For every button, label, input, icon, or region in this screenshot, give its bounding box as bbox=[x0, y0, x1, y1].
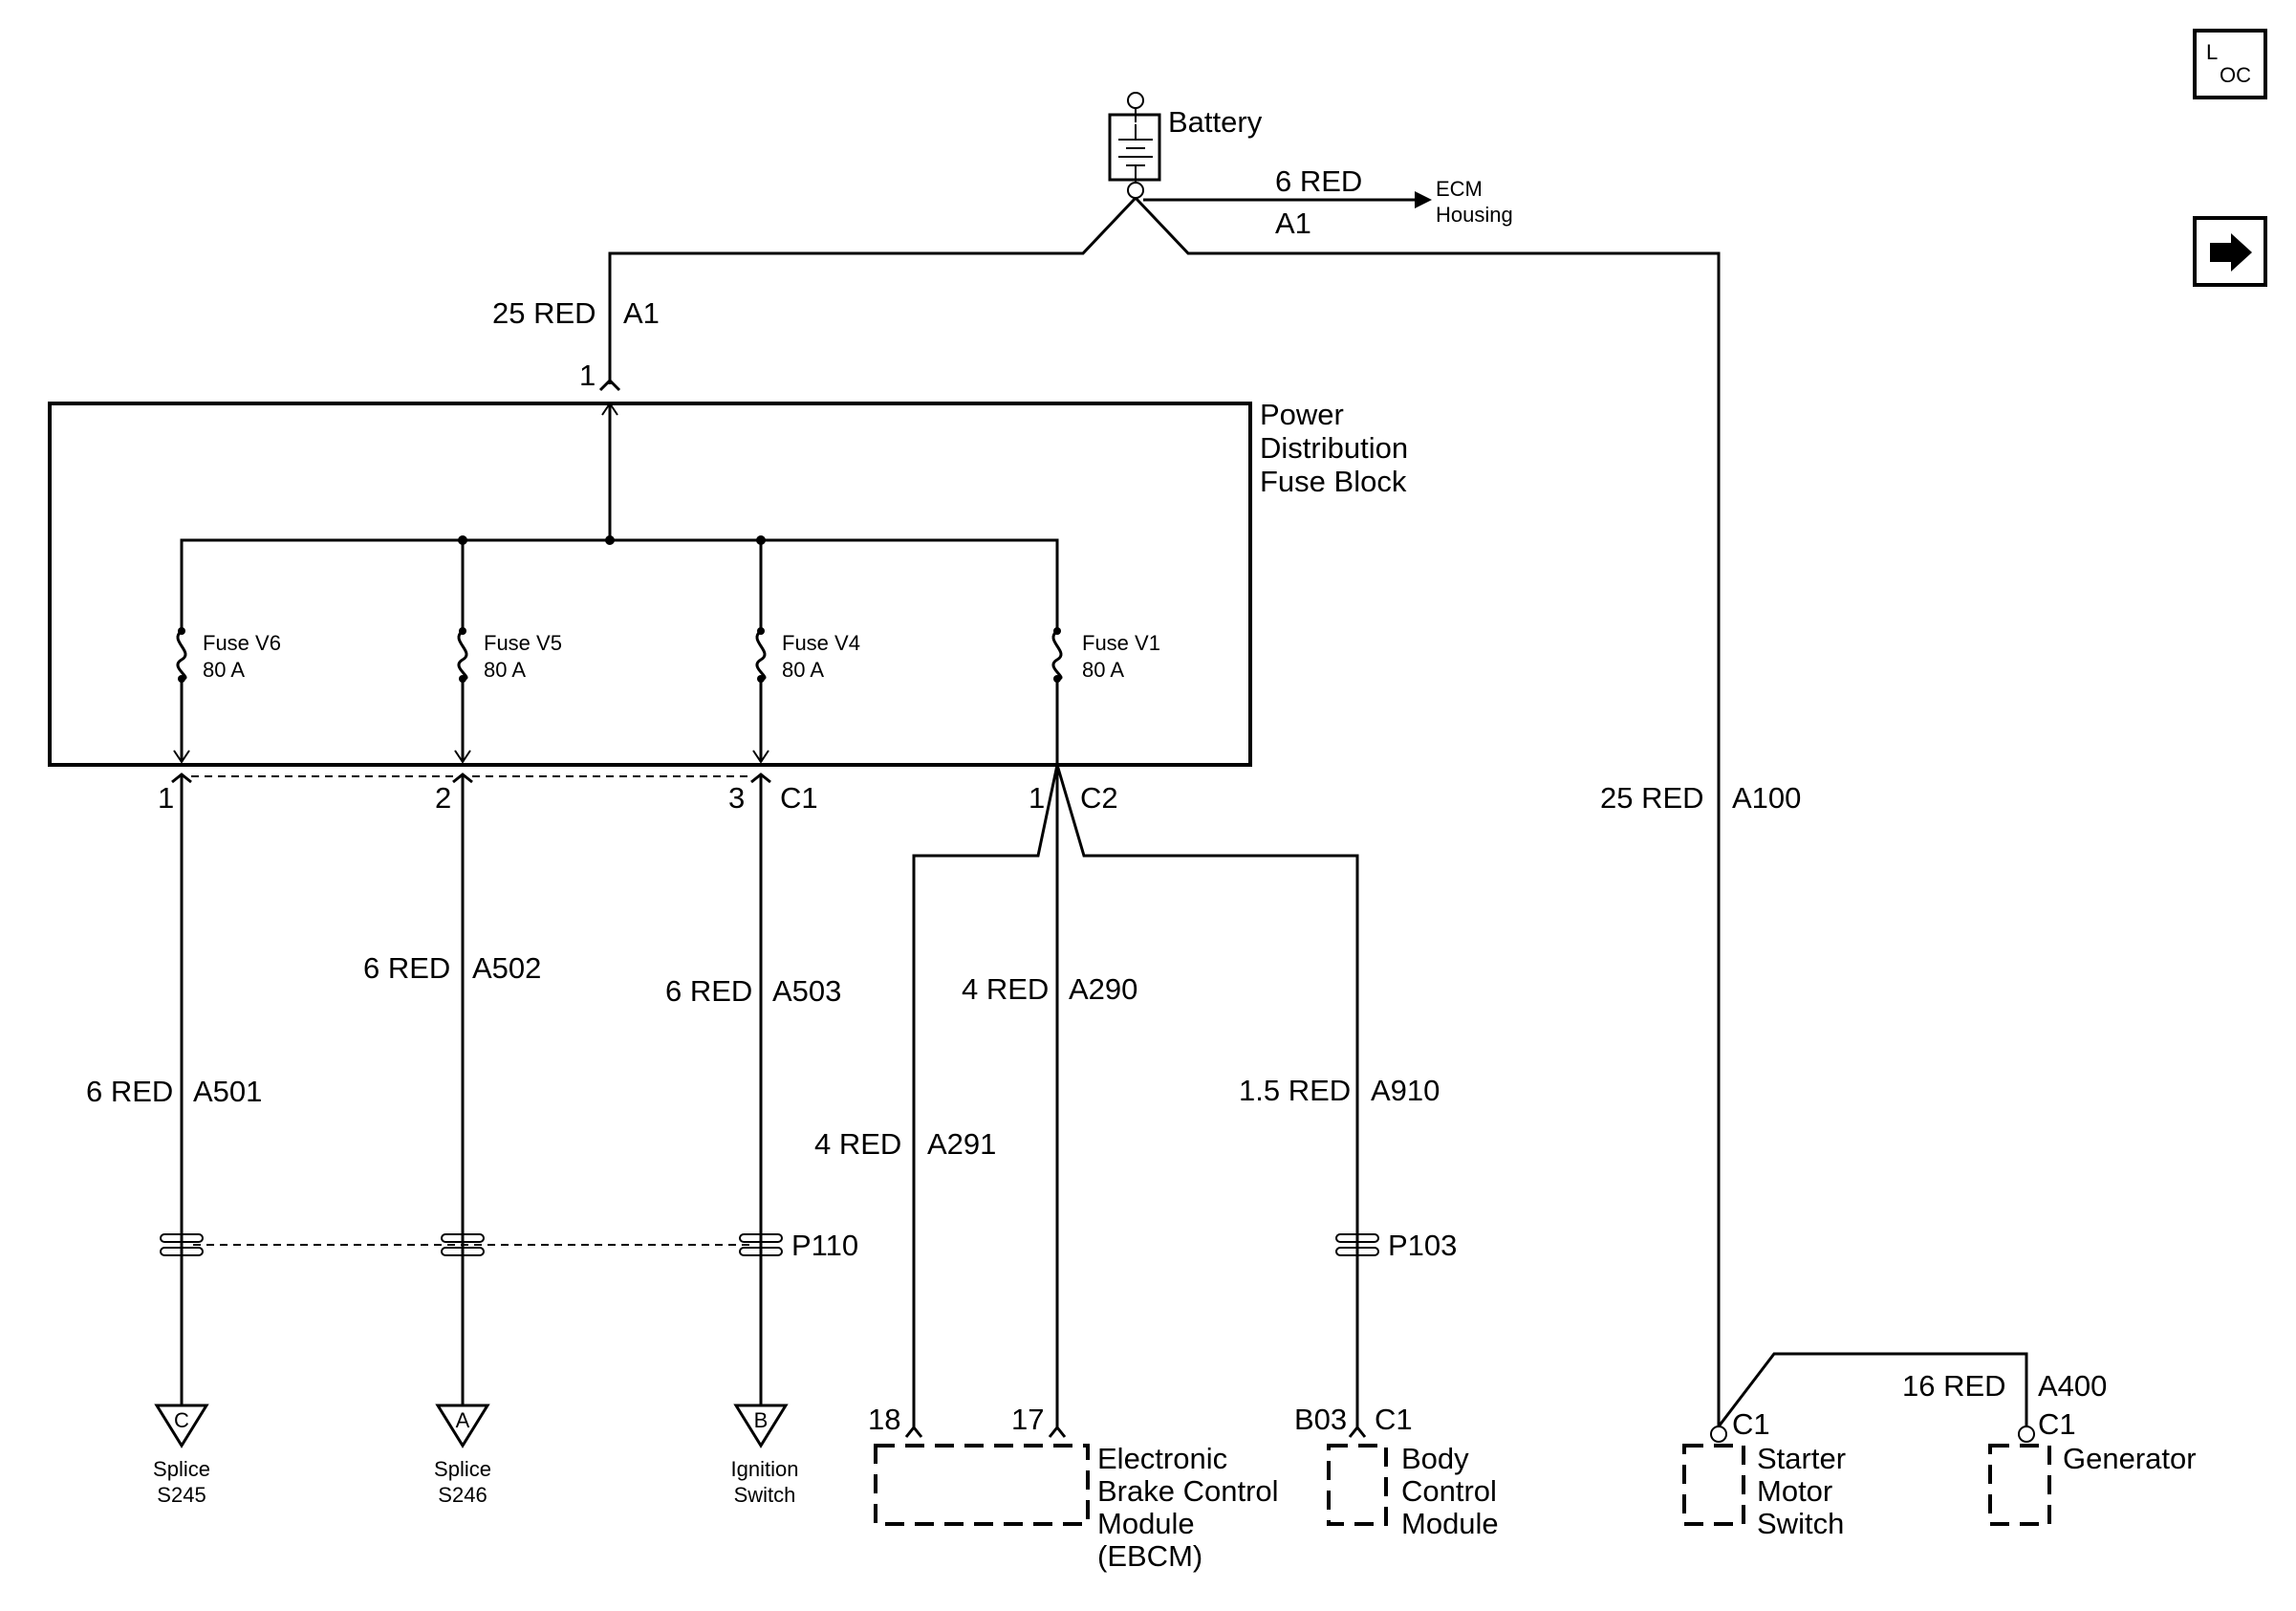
wire-a503-gauge: 6 RED bbox=[665, 974, 752, 1008]
wire-a100 bbox=[1134, 196, 1721, 1426]
splice-s245-icon bbox=[154, 1404, 209, 1448]
bcm-connector: C1 bbox=[1375, 1403, 1413, 1436]
ebcm-label-4: (EBCM) bbox=[1097, 1539, 1202, 1573]
bcm-label-3: Module bbox=[1401, 1507, 1499, 1540]
wire-a502-gauge: 6 RED bbox=[363, 951, 450, 985]
wire-a291-circuit: A291 bbox=[927, 1127, 996, 1161]
p103-label: P103 bbox=[1388, 1229, 1457, 1262]
wire-ecm-gauge: 6 RED bbox=[1275, 164, 1362, 198]
next-arrow-icon bbox=[2210, 233, 2252, 272]
wire-a501-gauge: 6 RED bbox=[86, 1075, 173, 1108]
pdfb-pin-1: 1 bbox=[579, 359, 596, 392]
battery-symbol bbox=[1108, 92, 1161, 199]
wire-a1-circuit: A1 bbox=[623, 296, 660, 330]
wire-a291 bbox=[912, 764, 1059, 1429]
c2-label: C2 bbox=[1080, 781, 1118, 815]
wire-a290-circuit: A290 bbox=[1069, 972, 1137, 1006]
generator-label: Generator bbox=[2063, 1442, 2197, 1475]
ignition-switch-icon bbox=[733, 1404, 789, 1448]
fuse-v4-rating: 80 A bbox=[782, 658, 824, 682]
splice-s246-letter: A bbox=[456, 1408, 470, 1432]
generator-connector: C1 bbox=[2038, 1407, 2076, 1441]
fuse-v1-icon bbox=[1051, 627, 1063, 683]
p110-connector bbox=[160, 1233, 783, 1256]
bcm-pin: B03 bbox=[1294, 1403, 1347, 1436]
pdfb-box bbox=[48, 402, 1252, 767]
ignition-switch-letter: B bbox=[754, 1408, 769, 1432]
ecm-housing-line1: ECM bbox=[1436, 177, 1483, 201]
wire-a1-gauge: 25 RED bbox=[492, 296, 596, 330]
wire-a100-gauge: 25 RED bbox=[1600, 781, 1704, 815]
loc-icon-oc: OC bbox=[2220, 63, 2251, 87]
bcm-box bbox=[1327, 1444, 1388, 1526]
fuse-v1-rating: 80 A bbox=[1082, 658, 1124, 682]
ignition-switch-line1: Ignition bbox=[731, 1457, 799, 1481]
fuse-v6-name: Fuse V6 bbox=[203, 631, 281, 655]
wire-a400-gauge: 16 RED bbox=[1902, 1369, 2006, 1403]
ebcm-label-3: Module bbox=[1097, 1507, 1195, 1540]
starter-label-2: Motor bbox=[1757, 1474, 1832, 1508]
ebcm-pin-18: 18 bbox=[868, 1403, 900, 1436]
loc-icon-l: L bbox=[2206, 40, 2218, 64]
pdfb-label-1: Power bbox=[1260, 398, 1344, 431]
starter-box bbox=[1682, 1444, 1745, 1526]
pdfb-bus bbox=[180, 538, 1059, 631]
splice-s246-line2: S246 bbox=[438, 1483, 487, 1507]
wire-a291-gauge: 4 RED bbox=[814, 1127, 901, 1161]
p103-connector bbox=[1335, 1233, 1379, 1256]
ebcm-label-1: Electronic bbox=[1097, 1442, 1227, 1475]
fuse-v4-icon bbox=[755, 627, 767, 683]
wire-a290-gauge: 4 RED bbox=[962, 972, 1049, 1006]
wire-a400 bbox=[1717, 1352, 2028, 1427]
starter-label-3: Switch bbox=[1757, 1507, 1844, 1540]
wire-a910-circuit: A910 bbox=[1371, 1074, 1440, 1107]
starter-label-1: Starter bbox=[1757, 1442, 1846, 1475]
wire-a501-circuit: A501 bbox=[193, 1075, 262, 1108]
wire-a1-feed bbox=[608, 196, 1137, 384]
wire-a910 bbox=[1055, 764, 1359, 1429]
wire-ecm-circuit: A1 bbox=[1275, 207, 1311, 240]
battery-label: Battery bbox=[1168, 105, 1263, 139]
connector-pdfb-in bbox=[598, 378, 621, 392]
ecm-housing-line2: Housing bbox=[1436, 203, 1513, 227]
ebcm-pin-17: 17 bbox=[1011, 1403, 1044, 1436]
ignition-switch-line2: Switch bbox=[734, 1483, 796, 1507]
starter-connector: C1 bbox=[1732, 1407, 1770, 1441]
loc-button[interactable]: L OC bbox=[2193, 29, 2267, 99]
generator-box bbox=[1988, 1444, 2051, 1526]
c1-pin-2: 2 bbox=[435, 781, 451, 815]
c2-pin-1: 1 bbox=[1029, 781, 1045, 815]
arrow-ecm bbox=[1415, 191, 1432, 208]
wire-a910-gauge: 1.5 RED bbox=[1239, 1074, 1351, 1107]
wire-a503-circuit: A503 bbox=[772, 974, 841, 1008]
bcm-label-2: Control bbox=[1401, 1474, 1497, 1508]
c1-pin-3: 3 bbox=[728, 781, 745, 815]
fuse-v4-name: Fuse V4 bbox=[782, 631, 860, 655]
fuse-v6-rating: 80 A bbox=[203, 658, 245, 682]
splice-s245-letter: C bbox=[174, 1408, 189, 1432]
fuse-v1-name: Fuse V1 bbox=[1082, 631, 1160, 655]
ebcm-label-2: Brake Control bbox=[1097, 1474, 1279, 1508]
splice-s246-line1: Splice bbox=[434, 1457, 491, 1481]
bcm-label-1: Body bbox=[1401, 1442, 1469, 1475]
wire-a400-circuit: A400 bbox=[2038, 1369, 2107, 1403]
c1-label: C1 bbox=[780, 781, 818, 815]
splice-s245-line2: S245 bbox=[157, 1483, 206, 1507]
fuse-v5-rating: 80 A bbox=[484, 658, 526, 682]
pdfb-label-3: Fuse Block bbox=[1260, 465, 1407, 498]
p110-label: P110 bbox=[791, 1229, 858, 1262]
ebcm-box bbox=[874, 1444, 1090, 1526]
wire-a502-circuit: A502 bbox=[472, 951, 541, 985]
splice-s245-line1: Splice bbox=[153, 1457, 210, 1481]
splice-s246-icon bbox=[435, 1404, 490, 1448]
pdfb-label-2: Distribution bbox=[1260, 431, 1408, 465]
fuse-v5-icon bbox=[457, 627, 468, 683]
next-button[interactable] bbox=[2193, 216, 2267, 287]
wire-a100-circuit: A100 bbox=[1732, 781, 1801, 815]
fuse-v5-name: Fuse V5 bbox=[484, 631, 562, 655]
c1-pin-1: 1 bbox=[158, 781, 174, 815]
fuse-v6-icon bbox=[176, 627, 187, 683]
